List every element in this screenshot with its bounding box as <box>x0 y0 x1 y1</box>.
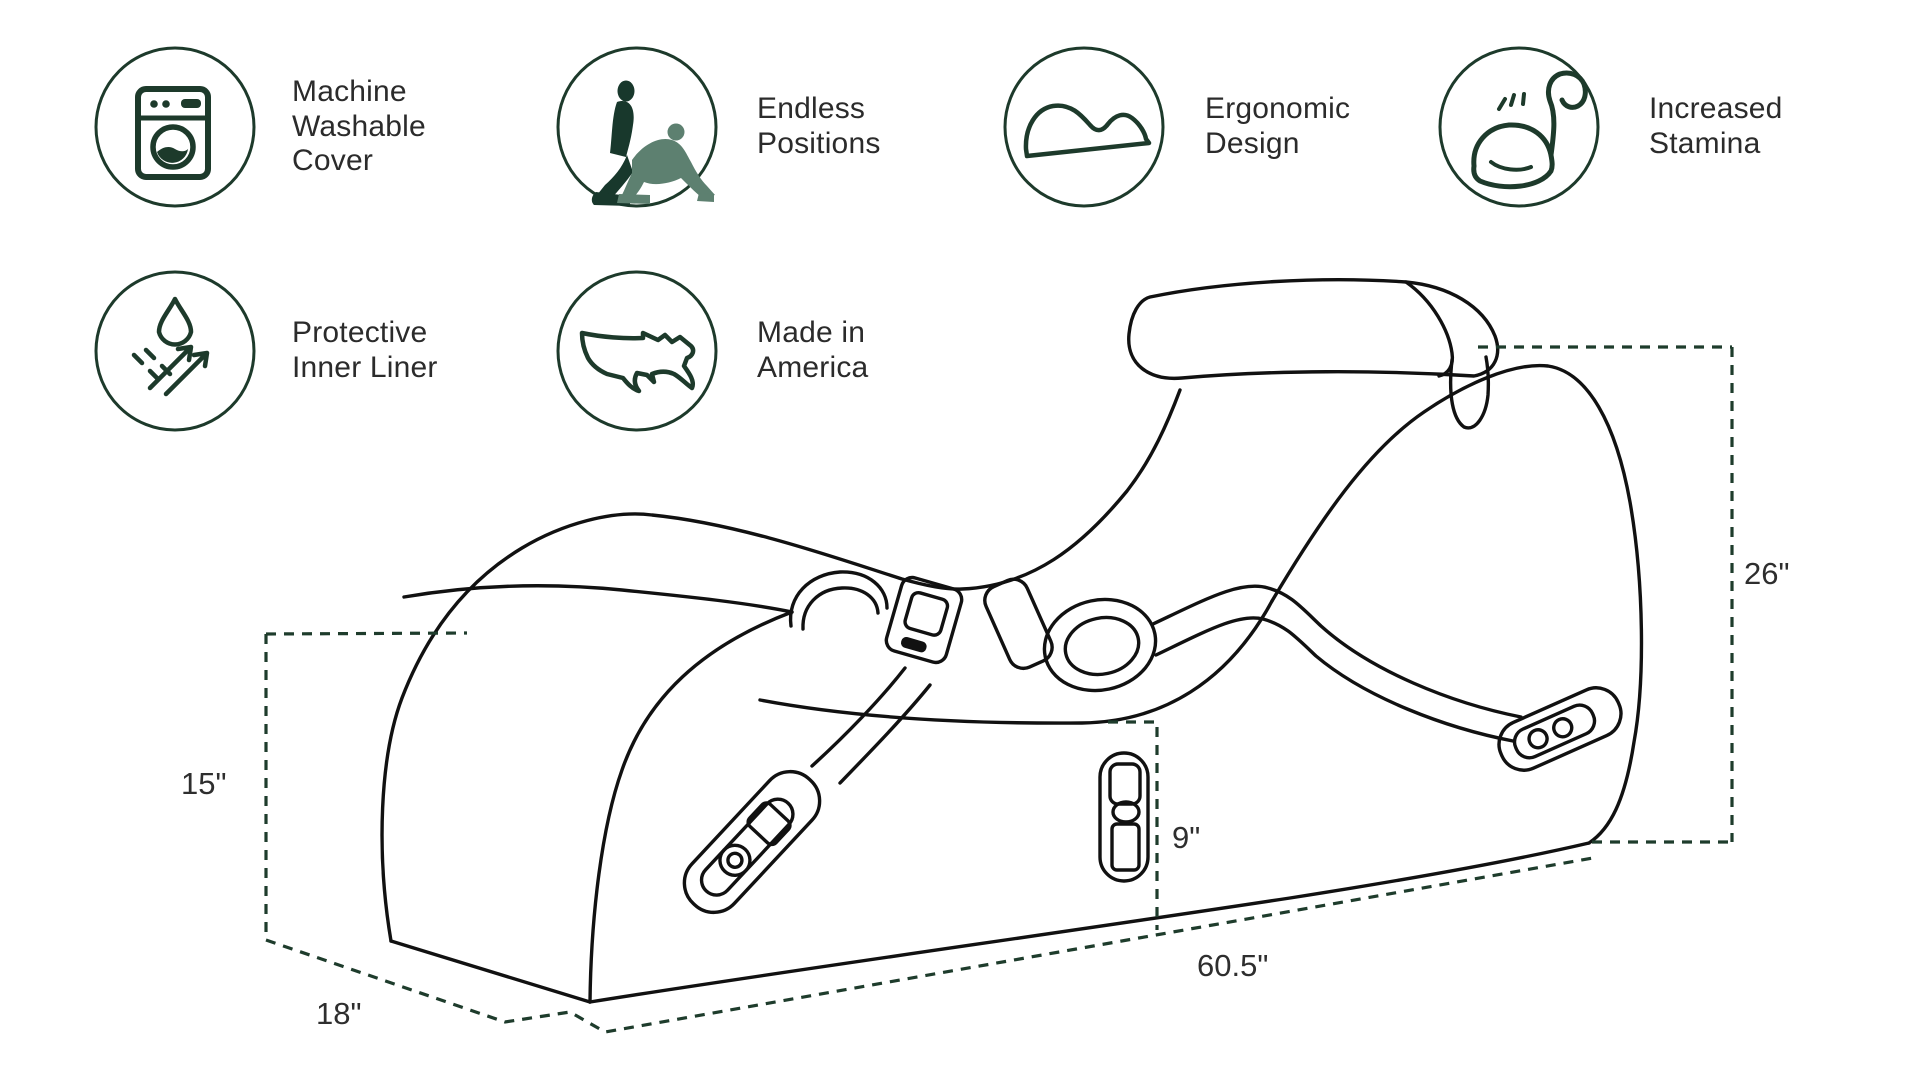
feature-label: Protective Inner Liner <box>292 316 438 384</box>
straps-and-buckles <box>682 584 1623 915</box>
feature-increased-stamina: Increased Stamina <box>1437 45 1797 209</box>
feature-label: Machine Washable Cover <box>292 74 426 178</box>
usa-map-icon <box>556 270 718 432</box>
dimension-lines <box>264 345 1734 1034</box>
feature-label: Endless Positions <box>757 92 881 160</box>
feature-label: Increased Stamina <box>1649 92 1783 160</box>
dimension-back-height: 26" <box>1744 556 1790 591</box>
feature-ergonomic-design: Ergonomic Design <box>1002 45 1363 209</box>
dimension-length: 60.5" <box>1197 948 1269 983</box>
headrest-bolster <box>1127 278 1500 430</box>
chaise-body-outline <box>380 363 1644 1004</box>
chaise-profile-icon <box>1003 46 1165 208</box>
feature-protective-liner: Protective Inner Liner <box>93 269 464 433</box>
water-repellent-icon <box>94 270 256 432</box>
feature-label: Ergonomic Design <box>1205 92 1351 160</box>
washing-machine-icon <box>94 46 256 208</box>
restraint-cuffs <box>788 570 1158 693</box>
feature-made-in-america: Made in America <box>555 269 895 433</box>
flexed-bicep-icon <box>1438 46 1600 208</box>
dimension-depth: 18" <box>316 996 362 1031</box>
dimension-front-height: 15" <box>181 766 227 801</box>
couple-silhouette-icon <box>556 46 718 208</box>
feature-machine-washable: Machine Washable Cover <box>93 45 460 209</box>
dimension-seat-depth: 9" <box>1172 820 1201 855</box>
feature-endless-positions: Endless Positions <box>555 45 895 209</box>
feature-label: Made in America <box>757 316 869 384</box>
